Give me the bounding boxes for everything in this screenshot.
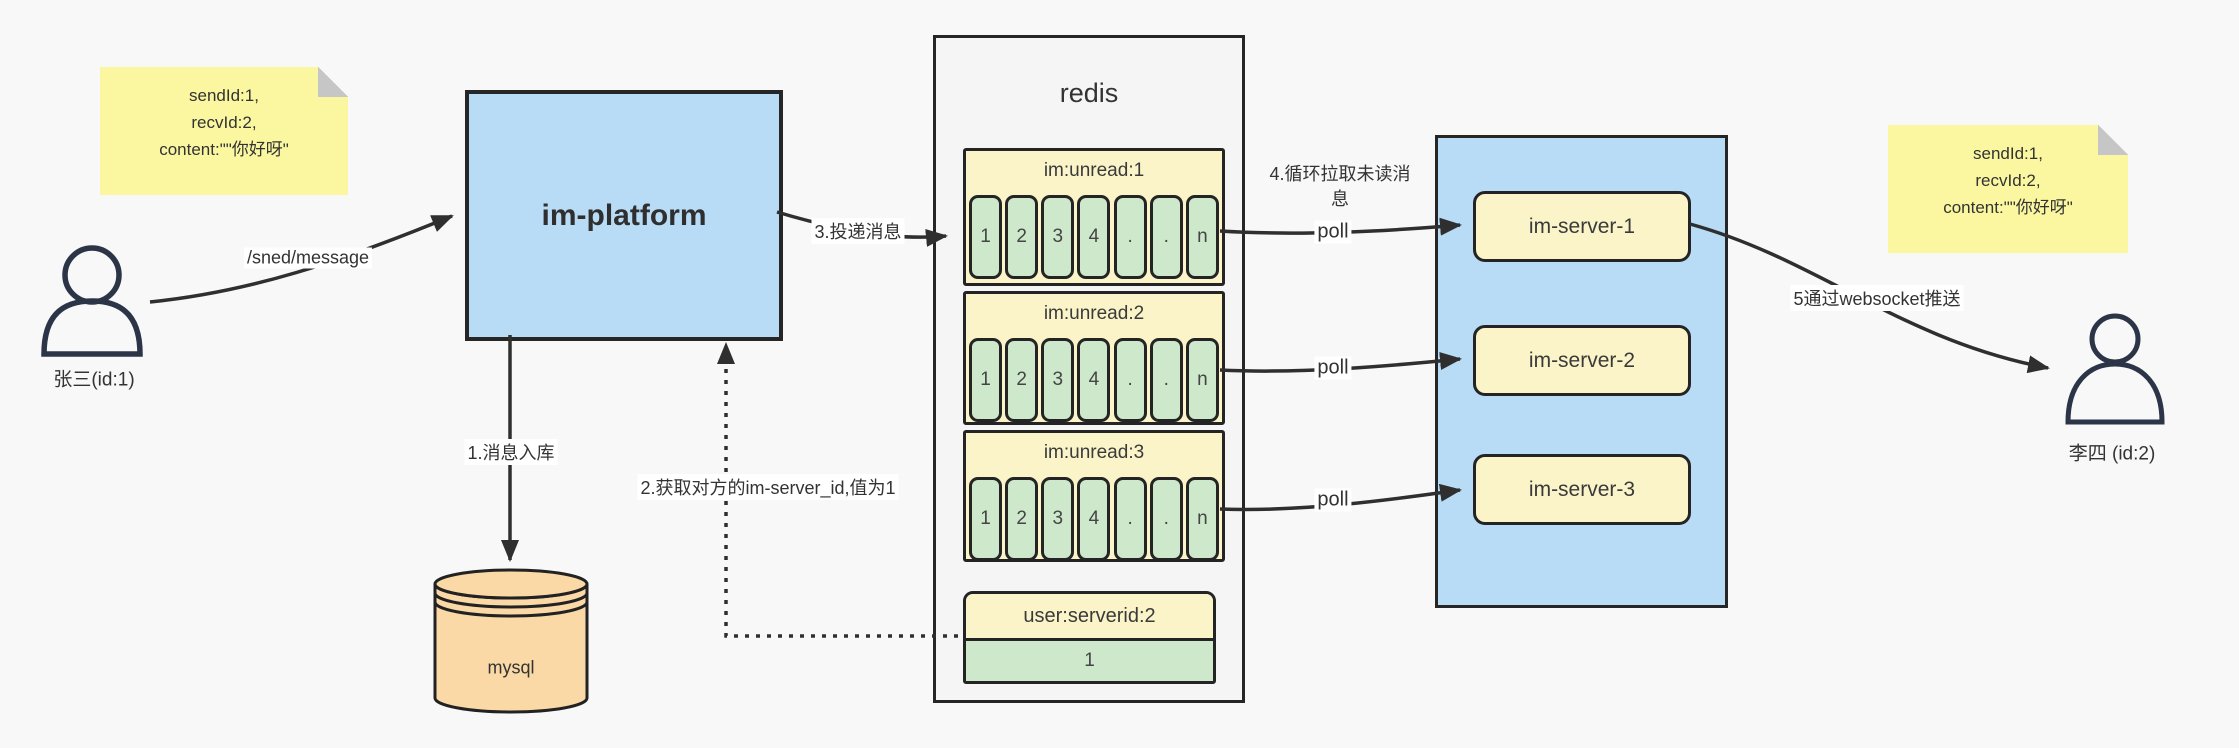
queue-cells: 1 2 3 4 . . n: [969, 195, 1219, 279]
queue-cell: 2: [1005, 338, 1039, 422]
queue-cells: 1 2 3 4 . . n: [969, 477, 1219, 561]
queue-cell: 4: [1077, 195, 1111, 279]
queue-cell: 1: [969, 195, 1002, 279]
queue-cell: 1: [969, 338, 1002, 422]
queue-cell: .: [1149, 477, 1183, 561]
note-fold-icon: [2098, 125, 2128, 155]
queue-cell: .: [1113, 477, 1147, 561]
redis-container: redis im:unread:1 1 2 3 4 . . n im:unrea…: [933, 35, 1245, 703]
sticky-note-left: sendId:1, recvId:2, content:""你好呀": [100, 67, 348, 195]
queue-cell: .: [1149, 338, 1183, 422]
sticky-note-right: sendId:1, recvId:2, content:""你好呀": [1888, 125, 2128, 253]
queue-cell: .: [1149, 195, 1183, 279]
note-text: sendId:1, recvId:2, content:""你好呀": [1888, 140, 2128, 221]
edge-label-store: 1.消息入库: [464, 439, 558, 465]
queue-cell: 3: [1041, 195, 1075, 279]
unread-queue-3: im:unread:3 1 2 3 4 . . n: [963, 430, 1225, 562]
im-server-cluster: im-server-1 im-server-2 im-server-3: [1435, 135, 1728, 608]
note-line: content:""你好呀": [1943, 198, 2073, 217]
queue-cell: n: [1185, 195, 1219, 279]
queue-header: im:unread:2: [1043, 303, 1145, 324]
queue-cell: .: [1113, 338, 1147, 422]
unread-queue-1: im:unread:1 1 2 3 4 . . n: [963, 148, 1225, 286]
note-line: sendId:1,: [1973, 144, 2043, 163]
im-server-1-box: im-server-1: [1473, 191, 1691, 262]
unread-queue-2: im:unread:2 1 2 3 4 . . n: [963, 291, 1225, 425]
note-line: sendId:1,: [189, 86, 259, 105]
queue-cell: 4: [1077, 477, 1111, 561]
queue-cell: 2: [1005, 477, 1039, 561]
edge-label-pull: 4.循环拉取未读消息: [1269, 164, 1411, 209]
redis-title: redis: [1059, 78, 1119, 108]
note-line: recvId:2,: [1975, 171, 2041, 190]
im-platform-label: im-platform: [541, 198, 707, 232]
mysql-label: mysql: [487, 657, 535, 678]
mysql-cylinder: [433, 568, 589, 714]
edge-label-push: 5通过websocket推送: [1790, 285, 1964, 311]
edge-label-poll-3: poll: [1314, 488, 1352, 512]
kv-header: user:serverid:2: [966, 594, 1213, 641]
edge-label-lookup: 2.获取对方的im-server_id,值为1: [637, 474, 899, 500]
im-server-2-box: im-server-2: [1473, 325, 1691, 396]
note-fold-icon: [318, 67, 348, 97]
edge-label-send: /sned/message: [243, 247, 373, 269]
edge-label-deliver: 3.投递消息: [811, 218, 905, 244]
queue-header: im:unread:1: [1043, 160, 1145, 181]
user-serverid-box: user:serverid:2 1: [963, 591, 1216, 684]
person-receiver-icon: [2065, 313, 2165, 425]
receiver-label: 李四 (id:2): [2068, 443, 2156, 465]
queue-cell: 4: [1077, 338, 1111, 422]
im-platform-box: im-platform: [465, 90, 783, 341]
edge-label-poll-2: poll: [1314, 356, 1352, 380]
person-sender-icon: [41, 245, 143, 357]
queue-cell: .: [1113, 195, 1147, 279]
queue-cell: 3: [1041, 338, 1075, 422]
queue-cells: 1 2 3 4 . . n: [969, 338, 1219, 422]
queue-header: im:unread:3: [1043, 442, 1145, 463]
kv-value: 1: [966, 641, 1213, 681]
note-text: sendId:1, recvId:2, content:""你好呀": [100, 82, 348, 163]
queue-cell: 1: [969, 477, 1002, 561]
note-line: recvId:2,: [191, 113, 257, 132]
sender-label: 张三(id:1): [53, 369, 135, 391]
queue-cell: n: [1185, 477, 1219, 561]
queue-cell: 3: [1041, 477, 1075, 561]
note-line: content:""你好呀": [159, 140, 289, 159]
queue-cell: n: [1185, 338, 1219, 422]
edge-label-poll-1: poll: [1314, 220, 1352, 244]
queue-cell: 2: [1005, 195, 1039, 279]
im-server-3-box: im-server-3: [1473, 454, 1691, 525]
